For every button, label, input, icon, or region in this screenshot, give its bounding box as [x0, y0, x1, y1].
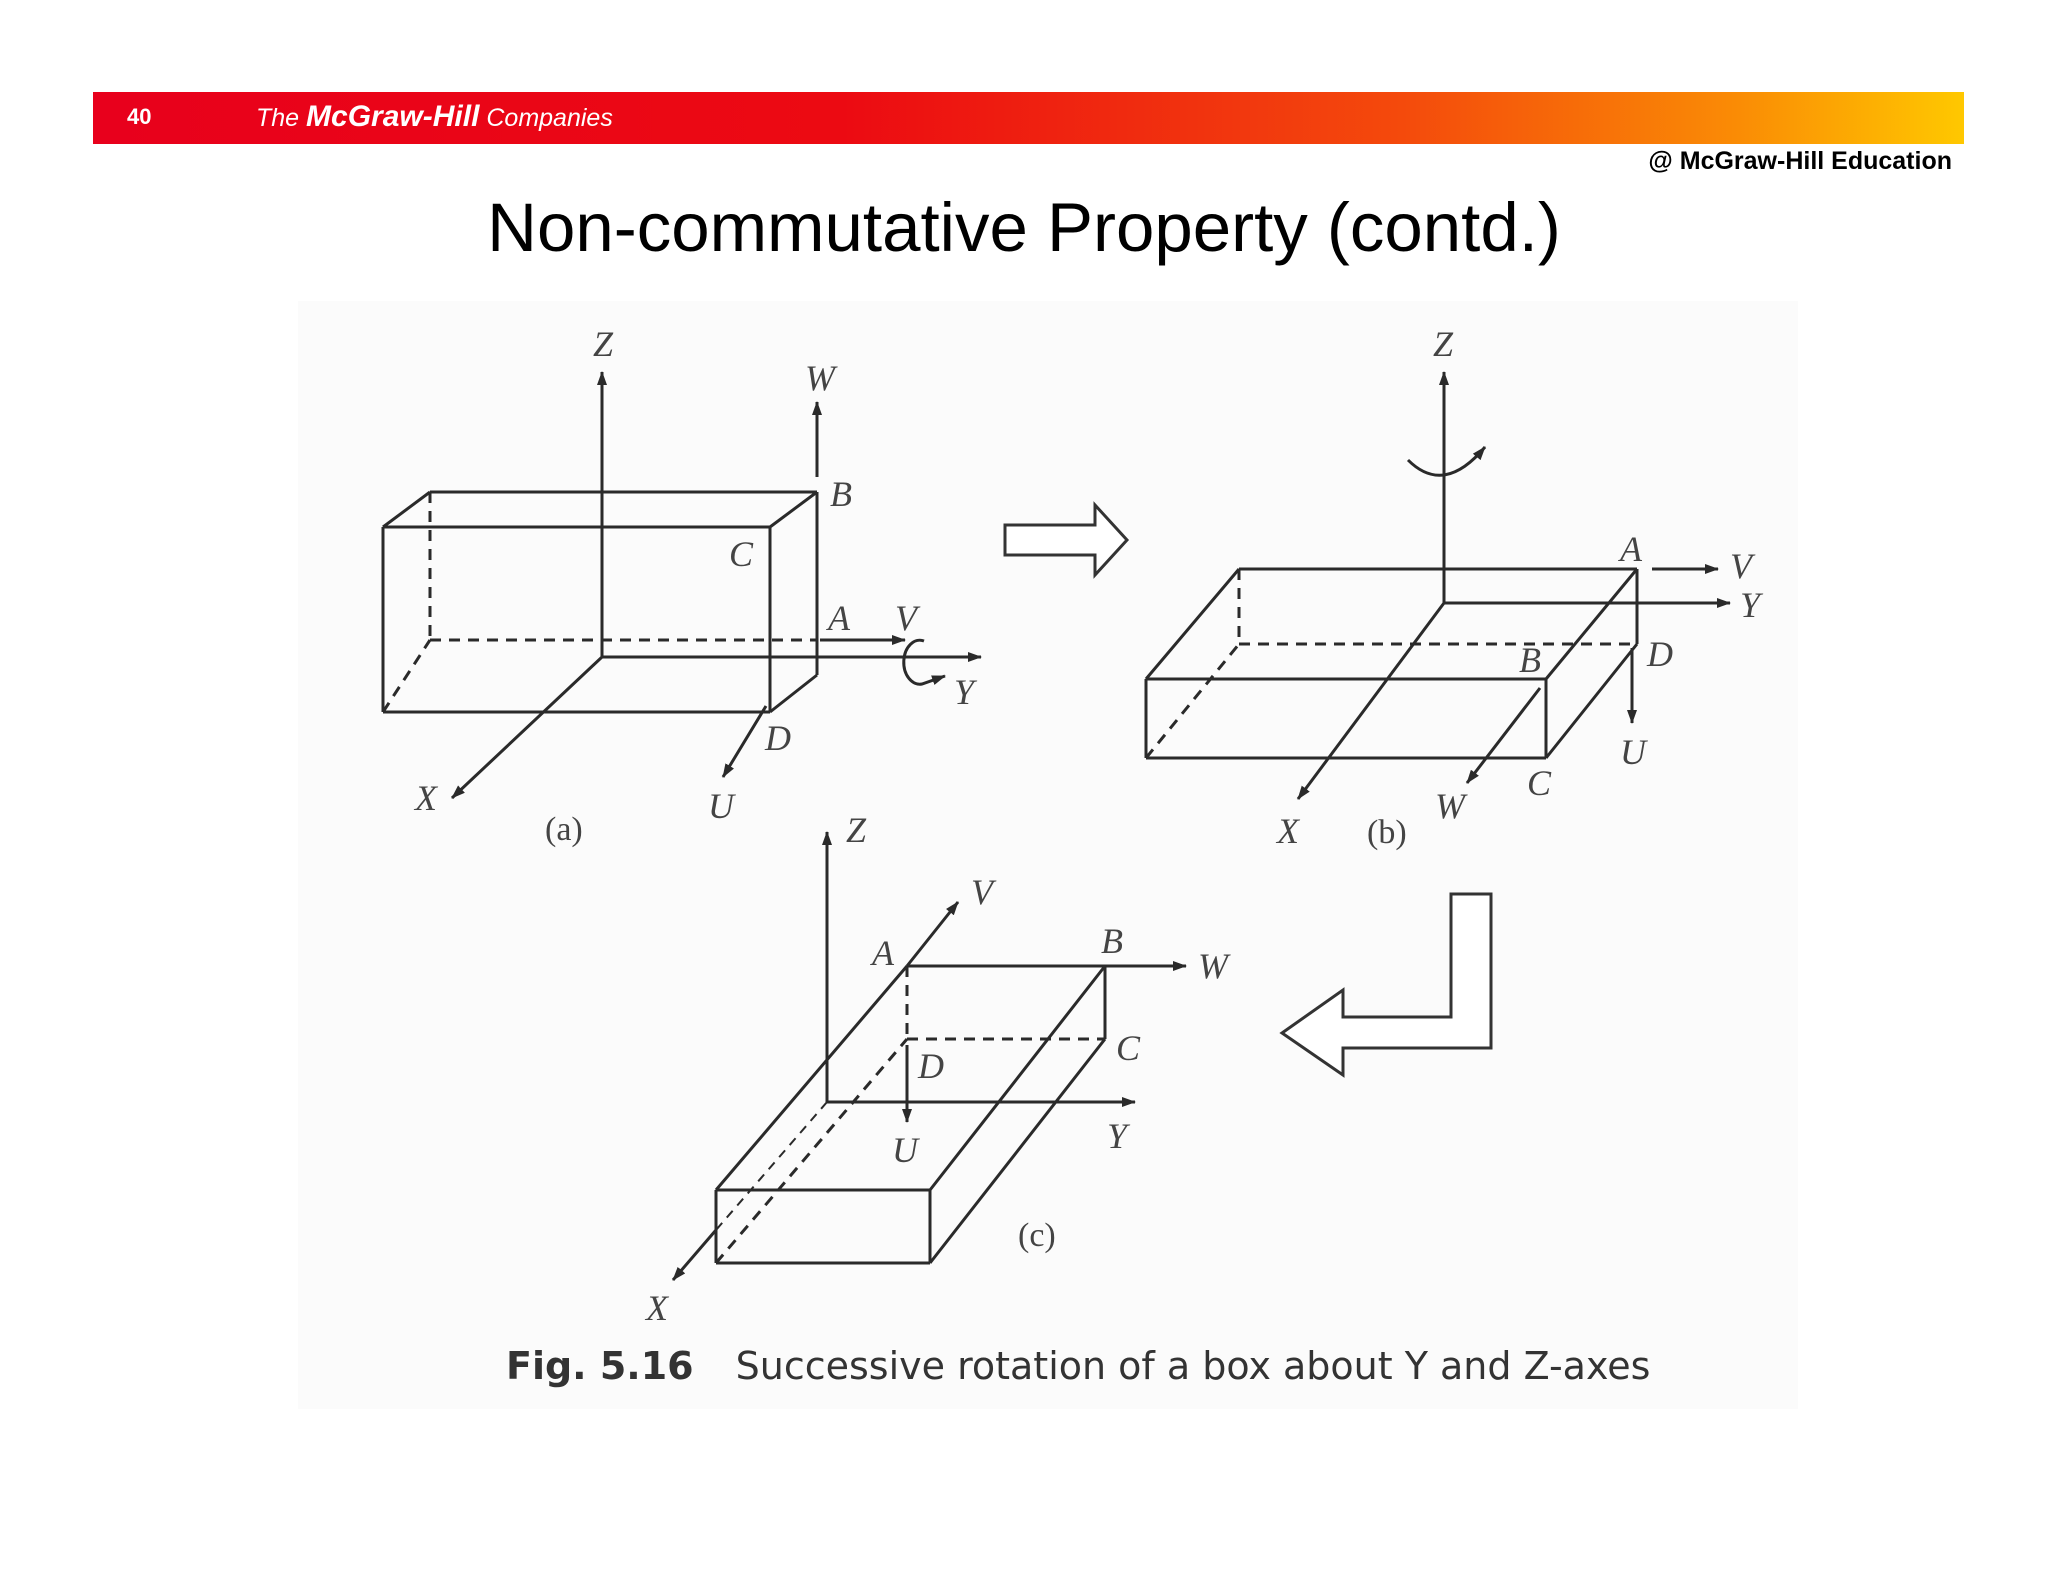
brand-prefix: The [256, 104, 300, 132]
label-d-a: D [764, 718, 791, 758]
label-z-a: Z [593, 324, 614, 364]
panel-a: Z W B C A V Y D X U (a) [381, 324, 982, 848]
label-v-c: V [971, 872, 997, 912]
label-y-a: Y [954, 672, 978, 712]
x-axis-b [1296, 602, 1446, 800]
figure-caption: Fig. 5.16 Successive rotation of a box ab… [506, 1344, 1650, 1388]
rotation-about-z-icon [1406, 446, 1487, 477]
sublabel-a: (a) [545, 811, 583, 848]
publisher-logo: The McGraw-Hill Companies [256, 100, 613, 134]
box-b [1144, 567, 1639, 760]
figure-caption-text: Successive rotation of a box about Y and… [735, 1344, 1651, 1388]
brand-suffix: Companies [486, 104, 613, 132]
label-u-b: U [1620, 732, 1648, 772]
label-x-a: X [413, 778, 439, 818]
label-a-b: A [1618, 529, 1643, 569]
label-b-a: B [830, 474, 852, 514]
label-z-c: Z [846, 810, 867, 850]
label-c-c: C [1116, 1028, 1141, 1068]
rotation-about-y-icon [902, 638, 946, 686]
panel-b: Z A V Y B D U C W X (b) [1144, 324, 1764, 851]
label-x-c: X [644, 1288, 670, 1328]
label-u-c: U [892, 1130, 920, 1170]
label-w-b: W [1435, 786, 1468, 826]
slide-number: 40 [127, 104, 152, 129]
slide-title: Non-commutative Property (contd.) [487, 189, 1561, 266]
label-a-c: A [870, 933, 895, 973]
header-banner [93, 92, 1964, 144]
brand-name: McGraw-Hill [306, 100, 480, 133]
sublabel-c: (c) [1018, 1217, 1056, 1254]
label-u-a: U [708, 786, 736, 826]
transition-arrow-ab [1003, 501, 1130, 579]
label-z-b: Z [1433, 324, 1454, 364]
figure-number: Fig. 5.16 [506, 1344, 694, 1388]
label-y-b: Y [1740, 585, 1764, 625]
label-a-a: A [826, 598, 851, 638]
panel-c: Z V A B W C D Y U (c) X [644, 810, 1231, 1328]
x-axis-a [450, 655, 604, 800]
transition-arrow-bc [1279, 892, 1493, 1078]
label-d-b: D [1646, 634, 1673, 674]
label-c-b: C [1527, 763, 1552, 803]
copyright-notice: @ McGraw-Hill Education [1648, 147, 1952, 175]
sublabel-b: (b) [1367, 814, 1407, 851]
label-d-c: D [917, 1046, 944, 1086]
label-b-c: B [1101, 921, 1123, 961]
label-w-c: W [1198, 946, 1231, 986]
figure-background [298, 301, 1798, 1409]
label-v-a: V [895, 598, 921, 638]
label-x-b: X [1275, 811, 1301, 851]
label-c-a: C [729, 534, 754, 574]
v-axis-c [905, 901, 960, 967]
label-v-b: V [1730, 546, 1756, 586]
box-a [381, 490, 819, 714]
w-axis-b [1465, 687, 1542, 784]
label-y-c: Y [1107, 1116, 1131, 1156]
label-w-a: W [805, 358, 838, 398]
x-axis-c [671, 1229, 718, 1281]
box-c [714, 964, 1107, 1265]
u-axis-a [721, 705, 768, 778]
label-b-b: B [1519, 640, 1541, 680]
